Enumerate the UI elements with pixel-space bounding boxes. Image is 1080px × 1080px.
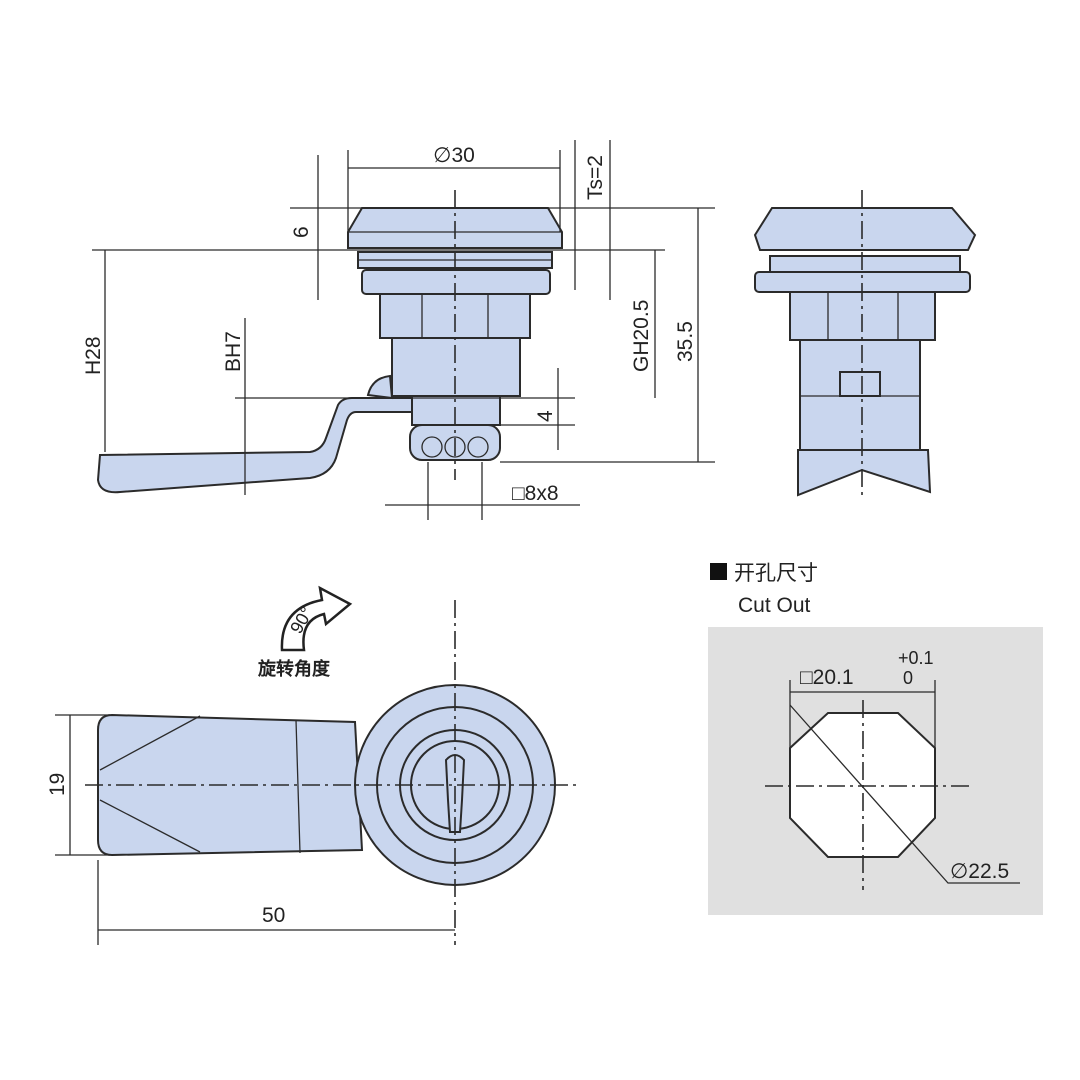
lever-arm [96, 397, 413, 494]
top-view: 90° 旋转角度 19 50 [46, 585, 580, 945]
dim-diameter-30: ∅30 [433, 144, 475, 167]
dim-step: 4 [534, 410, 557, 422]
dim-total-height: 35.5 [674, 321, 697, 362]
flange [361, 269, 551, 295]
handle [97, 713, 364, 857]
side-view: ∅30 Ts=2 6 H28 BH7 GH20.5 35.5 4 □8x8 [82, 140, 715, 520]
cutout-section: 开孔尺寸 Cut Out □20.1 +0.1 0 ∅22.5 [708, 562, 1043, 915]
stem-step [411, 394, 501, 426]
tolerance-upper: +0.1 [898, 648, 934, 668]
dim-h28: H28 [82, 336, 105, 375]
cutout-dim-square: □20.1 [800, 666, 854, 689]
cutout-title-cn: 开孔尺寸 [734, 562, 818, 585]
tolerance-lower: 0 [903, 668, 913, 688]
rotation-arrow-icon [280, 585, 353, 652]
dim-bh7: BH7 [222, 331, 245, 372]
dim-cap-height: 6 [290, 226, 313, 238]
dim-gh: GH20.5 [630, 300, 653, 372]
dim-width: 19 [46, 773, 69, 796]
dim-ts: Ts=2 [584, 155, 607, 200]
dim-square-stem: □8x8 [512, 482, 559, 505]
body-cylinder [391, 337, 521, 397]
front-view [753, 190, 977, 500]
rotation-label: 旋转角度 [257, 658, 331, 679]
lever-tab [366, 374, 394, 400]
dim-length: 50 [262, 904, 285, 927]
cutout-title-en: Cut Out [738, 594, 811, 617]
cutout-dim-diameter: ∅22.5 [950, 860, 1009, 883]
